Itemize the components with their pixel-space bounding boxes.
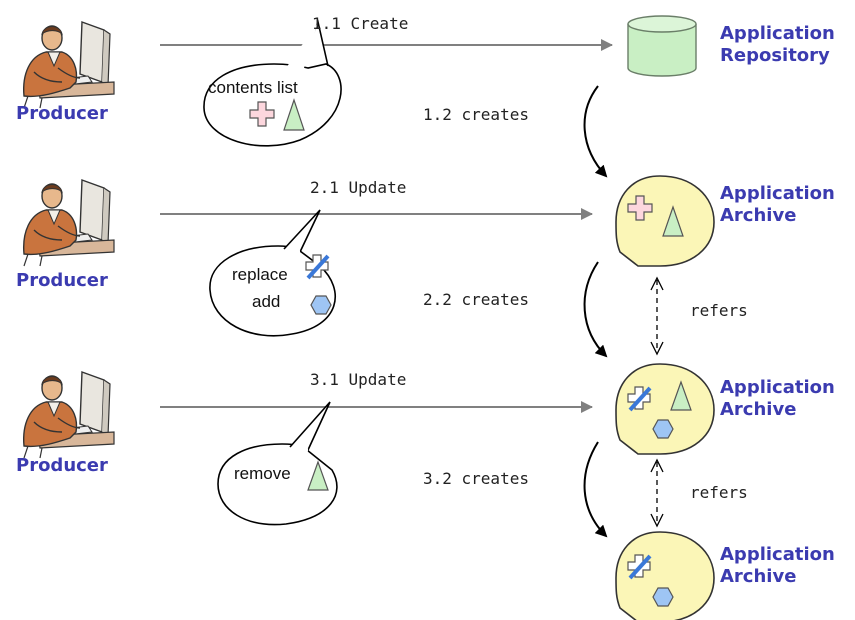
refers-label-2: refers	[690, 483, 748, 502]
archive-label-1-line1: Application	[720, 183, 835, 204]
archive-label-3-line2: Archive	[720, 566, 797, 587]
archive-icon-3	[615, 531, 715, 620]
archive-icon-2	[615, 363, 715, 455]
archive-label-3-line1: Application	[720, 544, 835, 565]
producer-label-2: Producer	[16, 270, 108, 291]
message-label-update-2: 3.1 Update	[310, 370, 407, 389]
repository-label: Application Repository	[720, 23, 835, 67]
creates-label-2: 2.2 creates	[423, 290, 529, 309]
refers-arrow-2	[650, 458, 664, 528]
creates-label-1: 1.2 creates	[423, 105, 529, 124]
cross-shape-pink	[249, 101, 275, 127]
refers-label-1: refers	[690, 301, 748, 320]
creates-label-3: 3.2 creates	[423, 469, 529, 488]
producer-label-1: Producer	[16, 103, 108, 124]
repository-cylinder-icon	[627, 15, 697, 77]
creates-arrow-3	[583, 441, 608, 538]
producer-icon-1	[22, 21, 115, 109]
triangle-shape-remove	[307, 460, 329, 491]
repository-label-line1: Application	[720, 23, 835, 44]
bubble-remove	[217, 401, 338, 526]
refers-arrow-1	[650, 276, 664, 356]
bubble-text-contents-list: contents list	[208, 78, 298, 97]
producer-label-3: Producer	[16, 455, 108, 476]
bubble-text-replace: replace	[232, 265, 288, 284]
creates-arrow-1	[583, 85, 608, 178]
archive-label-2: Application Archive	[720, 377, 835, 421]
archive-label-1: Application Archive	[720, 183, 835, 227]
bubble-text-add: add	[252, 292, 281, 311]
archive-label-2-line1: Application	[720, 377, 835, 398]
bubble-contents-list	[203, 19, 342, 147]
producer-icon-3	[22, 371, 115, 459]
archive-label-3: Application Archive	[720, 544, 835, 588]
triangle-shape-green	[283, 98, 305, 131]
repository-label-line2: Repository	[720, 45, 830, 66]
message-label-create: 1.1 Create	[312, 14, 409, 33]
creates-arrow-2	[583, 261, 608, 358]
archive-icon-1	[615, 175, 715, 267]
archive-label-2-line2: Archive	[720, 399, 797, 420]
cross-shape-blue	[305, 254, 330, 280]
message-label-update-1: 2.1 Update	[310, 178, 407, 197]
producer-icon-2	[22, 179, 115, 267]
hexagon-shape-blue	[310, 295, 332, 315]
bubble-text-remove: remove	[234, 464, 291, 483]
bubble-replace-add	[209, 209, 336, 337]
archive-label-1-line2: Archive	[720, 205, 797, 226]
